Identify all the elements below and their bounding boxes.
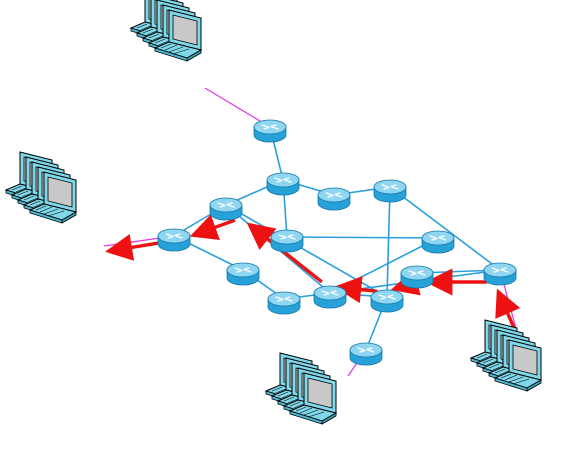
router-r_s1-icon[interactable]: [313, 285, 347, 309]
laptop-icon: [28, 171, 78, 224]
router-r_top-icon[interactable]: [253, 119, 287, 143]
route-arrow-host_east-to-r_far_east: [495, 288, 521, 332]
router-r_e2-icon[interactable]: [400, 265, 434, 289]
laptop-icon: [153, 9, 203, 62]
router-r_south-icon[interactable]: [349, 342, 383, 366]
route-arrow-r_nw-to-r_west: [189, 214, 236, 241]
laptop-group-host_east-icon[interactable]: [469, 319, 543, 392]
router-r_far_east-icon[interactable]: [483, 262, 517, 286]
router-r_sw2-icon[interactable]: [267, 291, 301, 315]
laptop-icon: [493, 339, 543, 392]
route-arrow-r_s2-to-r_s1: [334, 276, 378, 304]
laptop-icon: [288, 372, 338, 425]
laptop-group-host_south-icon[interactable]: [264, 352, 338, 425]
router-r_nw-icon[interactable]: [209, 197, 243, 221]
link-r_east1-r_far_east: [389, 186, 501, 271]
link-r_east1-r_s2: [386, 186, 391, 298]
laptop-group-host_north-icon[interactable]: [129, 0, 203, 62]
laptop-group-host_west-icon[interactable]: [4, 151, 78, 224]
router-r_west-icon[interactable]: [157, 228, 191, 252]
router-r_center-icon[interactable]: [421, 230, 455, 254]
link-r_center-r_mid1: [286, 236, 439, 239]
host-link-host_north: [204, 87, 271, 128]
router-r_sw1-icon[interactable]: [226, 262, 260, 286]
router-r_ne-icon[interactable]: [317, 187, 351, 211]
hosts-layer: [4, 0, 543, 425]
router-r_mid1-icon[interactable]: [270, 229, 304, 253]
route-arrow-r_s1-to-r_nw: [246, 222, 323, 283]
routers-layer: [157, 119, 517, 366]
router-r_hub-icon[interactable]: [266, 172, 300, 196]
router-r_east1-icon[interactable]: [373, 179, 407, 203]
router-r_s2-icon[interactable]: [370, 289, 404, 313]
